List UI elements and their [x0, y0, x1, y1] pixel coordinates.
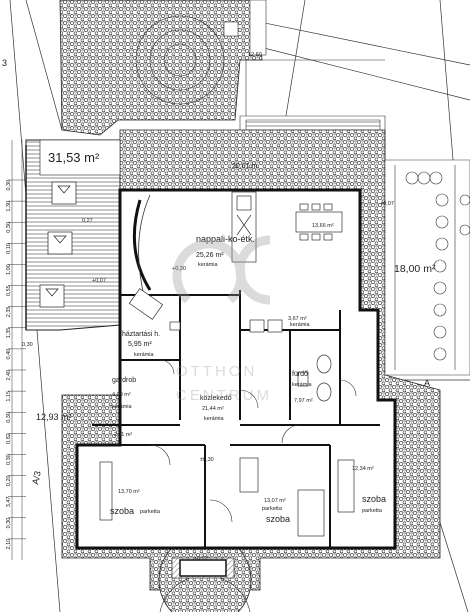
garden	[384, 159, 470, 376]
dimension-label: 0,30	[6, 412, 12, 423]
room-right-floor: parketta	[362, 508, 383, 514]
hall-floor: kerámia	[204, 416, 225, 422]
garden-area: 18,00 m²	[394, 263, 436, 275]
corner-mark: 3	[2, 58, 7, 68]
pantry-name: háztartási h.	[122, 331, 160, 338]
dimension-label: 2,10	[6, 539, 12, 550]
terrace-elev-c: 0,30	[22, 342, 33, 348]
dimension-label: 0,20	[6, 475, 12, 486]
door-swings	[149, 359, 357, 523]
dining-area: 13,66 m²	[312, 223, 334, 229]
pantry-floor: kerámia	[134, 352, 155, 358]
room-labels: 31,53 m² 0,27 +0,07 0,30 nappali-ko-étk.…	[2, 52, 436, 562]
bathroom-area: 7,97 m²	[294, 398, 313, 404]
room-mid-name: szoba	[266, 514, 290, 524]
dimension-label: 3,47	[6, 497, 12, 508]
terrace-elev-a: 0,27	[82, 218, 93, 224]
hall-elev: ±0,30	[200, 457, 214, 463]
room-left-name: szoba	[110, 506, 134, 516]
room-left-area: 13,70 m²	[118, 489, 140, 495]
terrace-area: 31,53 m²	[48, 150, 100, 165]
dimension-label: 0,55	[6, 285, 12, 296]
interior-walls	[77, 290, 380, 548]
dimension-label: 0,30	[6, 180, 12, 191]
house-walls	[75, 188, 397, 550]
watermark-line2: CENTRUM	[176, 387, 272, 404]
wardrobe-area: 4,00 m²	[112, 392, 131, 398]
living-elev: +0,30	[172, 266, 186, 272]
garden-elev: +0,07	[380, 201, 394, 207]
room-right-area: 12,34 m²	[352, 466, 374, 472]
pantry-area: 5,95 m²	[128, 341, 152, 348]
dimension-label: 0,30	[6, 454, 12, 465]
wooden-terrace	[25, 139, 121, 331]
furniture	[99, 191, 355, 579]
dimension-line-left	[11, 140, 23, 560]
plot-dim-top: 12,60	[248, 52, 262, 58]
section-label: A/3	[30, 470, 43, 485]
living-name: nappali-ko-étk.	[196, 234, 255, 244]
dimension-label: 1,35	[6, 328, 12, 339]
living-floor: kerámia	[198, 262, 219, 268]
bathroom-name: fürdő	[292, 371, 308, 378]
entrance-elev: +0,27	[194, 556, 208, 562]
hall-area: 21,44 m²	[202, 406, 224, 412]
room-mid-floor: parketta	[262, 506, 283, 512]
bathroom-floor: kerámia	[292, 382, 313, 388]
small-room-area: 3,67 m²	[288, 316, 307, 322]
watermark-logo: OTTHON CENTRUM	[172, 235, 272, 404]
wardrobe-floor: kerámia	[112, 404, 133, 410]
section-mark: A	[424, 378, 430, 388]
dimension-label: 0,10	[6, 243, 12, 254]
dimension-label: 2,35	[6, 307, 12, 318]
wardrobe-name: gardrob	[112, 377, 136, 384]
small-room-floor: kerámia	[290, 322, 311, 328]
dimension-label: 1,30	[6, 201, 12, 212]
room-right-name: szoba	[362, 494, 386, 504]
dimension-labels: 0,30 1,30 0,30 0,10 1,00 0,55 2,35 1,35 0,40 2,40…	[6, 179, 26, 550]
dimension-label: 0,30	[6, 518, 12, 529]
hall-name: közlekedő	[200, 395, 232, 402]
dimension-label: 2,40	[6, 370, 12, 381]
courtyard-paving	[59, 0, 267, 136]
room-left-floor: parketta	[140, 509, 161, 515]
plot-dim-wide: 20,61 m	[232, 163, 257, 170]
hall-sub-area: 2,11 m²	[114, 432, 132, 438]
dimension-label: 0,82	[6, 433, 12, 444]
room-mid-area: 13,07 m²	[264, 498, 286, 504]
dimension-label: 0,30	[6, 222, 12, 233]
watermark-line1: OTTHON	[176, 363, 257, 380]
plot-left-area: 12,93 m²	[36, 412, 72, 422]
dimension-label: 1,15	[6, 391, 12, 402]
terrace-elev-b: +0,07	[92, 278, 106, 284]
living-area: 25,26 m²	[196, 252, 224, 259]
dimension-label: 1,00	[6, 264, 12, 275]
dimension-label: 0,40	[6, 349, 12, 360]
